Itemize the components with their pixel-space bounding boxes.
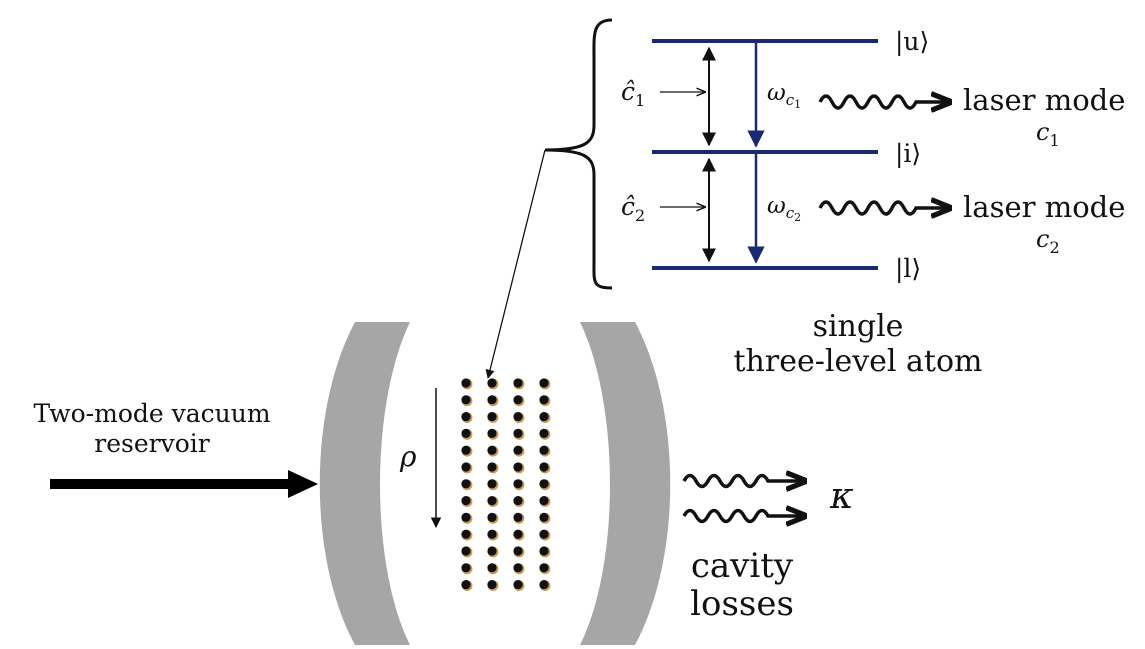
atom-dot xyxy=(513,496,523,506)
reservoir-label-line1: Two-mode vacuum xyxy=(33,399,270,428)
kappa-label: κ xyxy=(829,476,854,517)
frequency-c2-label: ωc2 xyxy=(767,193,801,224)
atom-dot xyxy=(539,395,549,405)
atom-dot xyxy=(487,529,497,539)
atom-brace xyxy=(544,18,613,290)
laser-wave-c2 xyxy=(818,202,950,214)
operator-c1-label: ĉ1 xyxy=(621,77,645,110)
atom-dot xyxy=(487,412,497,422)
level-intermediate-label: |i⟩ xyxy=(895,139,921,169)
atom-dot xyxy=(539,412,549,422)
atom-dot xyxy=(487,580,497,590)
atom-caption-line2: three-level atom xyxy=(734,344,983,379)
right-mirror xyxy=(580,322,671,645)
atom-dot xyxy=(513,529,523,539)
laser-mode-1-subscript: c1 xyxy=(1036,118,1060,150)
left-mirror xyxy=(319,322,410,645)
atom-dot xyxy=(487,462,497,472)
atom-dot xyxy=(539,378,549,388)
cavity-losses-line1: cavity xyxy=(691,546,794,586)
atom-dot xyxy=(461,496,471,506)
atom-dot xyxy=(461,462,471,472)
atom-dot xyxy=(461,512,471,523)
atom-dot xyxy=(487,512,497,523)
atom-dot xyxy=(461,428,471,438)
level-upper-label: |u⟩ xyxy=(895,27,929,57)
atom-dot xyxy=(539,479,549,489)
atom-dot xyxy=(461,395,471,405)
atom-dot xyxy=(539,563,549,573)
atom-dot xyxy=(461,412,471,422)
atom-dot xyxy=(513,563,523,573)
atom-caption-line1: single xyxy=(813,309,904,344)
atom-dot xyxy=(513,445,523,455)
operator-c2-label: ĉ2 xyxy=(621,192,645,225)
atom-dot xyxy=(461,546,471,556)
cavity-losses-line2: losses xyxy=(690,584,794,624)
laser-mode-1-label: laser mode xyxy=(963,83,1125,117)
atom-dot xyxy=(461,563,471,573)
brace-pointer-line xyxy=(485,149,546,379)
atom-dot xyxy=(513,428,523,438)
atom-dot xyxy=(513,462,523,472)
cavity-loss-wave-2 xyxy=(682,511,805,522)
atom-dot xyxy=(539,445,549,455)
reservoir-label-line2: reservoir xyxy=(94,429,209,458)
atom-dot xyxy=(539,496,549,506)
atom-array xyxy=(461,378,551,591)
atom-dot xyxy=(539,428,549,438)
atom-dot xyxy=(539,512,549,523)
atom-dot xyxy=(539,546,549,556)
level-lower-label: |l⟩ xyxy=(895,254,921,284)
atom-dot xyxy=(539,580,549,590)
atom-dot xyxy=(513,395,523,405)
atom-dot xyxy=(461,479,471,489)
atom-dot xyxy=(513,378,523,388)
laser-mode-2-subscript: c2 xyxy=(1036,225,1060,257)
atom-dot xyxy=(513,479,523,489)
atom-dot xyxy=(513,412,523,422)
reservoir-input-arrowhead xyxy=(288,470,318,498)
atom-dot xyxy=(487,445,497,455)
atom-dot xyxy=(461,445,471,455)
laser-mode-2-label: laser mode xyxy=(963,190,1125,224)
laser-wave-c1 xyxy=(818,96,950,108)
cavity-loss-wave-1 xyxy=(682,476,805,487)
atom-dot xyxy=(487,563,497,573)
atom-dot xyxy=(513,580,523,590)
atom-dot xyxy=(487,479,497,489)
atom-dot xyxy=(539,529,549,539)
atom-dot xyxy=(461,529,471,539)
atom-dot xyxy=(487,496,497,506)
atom-dot xyxy=(539,462,549,472)
atom-dot xyxy=(513,512,523,523)
atom-dot xyxy=(487,546,497,556)
atom-dot xyxy=(513,546,523,556)
atom-dot xyxy=(487,395,497,405)
atom-dot xyxy=(461,580,471,590)
frequency-c1-label: ωc1 xyxy=(767,80,801,111)
atom-dot xyxy=(461,378,471,388)
atom-dot xyxy=(487,378,497,388)
atom-dot xyxy=(487,428,497,438)
density-rho-label: ρ xyxy=(399,440,417,473)
